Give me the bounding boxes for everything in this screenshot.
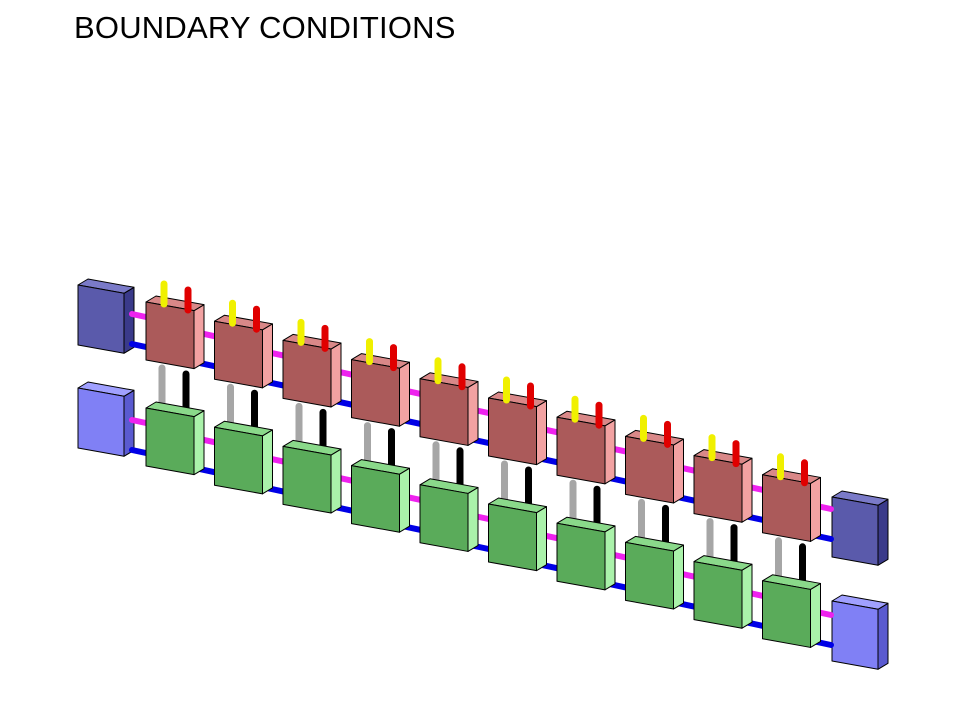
bottom-cell bbox=[625, 535, 684, 610]
boundary-block-bottom-right bbox=[831, 594, 889, 670]
top-cell bbox=[488, 391, 547, 466]
bottom-cell bbox=[282, 439, 342, 514]
top-pins bbox=[160, 280, 808, 487]
top-row-magenta-connector bbox=[129, 311, 149, 320]
top-cell bbox=[693, 449, 753, 523]
top-cell bbox=[419, 372, 479, 446]
bottom-cell bbox=[419, 478, 479, 552]
bottom-cell bbox=[556, 516, 616, 591]
page-title: BOUNDARY CONDITIONS bbox=[74, 10, 456, 45]
bottom-cell bbox=[693, 555, 753, 629]
top-row-cells bbox=[145, 295, 821, 542]
top-cell bbox=[351, 353, 410, 427]
boundary-block-bottom-left bbox=[77, 381, 135, 457]
top-cell bbox=[762, 468, 821, 542]
boundary-block-top-right bbox=[831, 490, 889, 566]
top-cell bbox=[625, 429, 684, 504]
top-row-blue-connector bbox=[129, 341, 149, 350]
bottom-cell bbox=[762, 574, 821, 648]
boundary-block-top-left bbox=[77, 278, 135, 354]
top-cell bbox=[214, 314, 273, 389]
bottom-row-cells bbox=[145, 401, 821, 648]
bottom-cell bbox=[145, 401, 205, 476]
bottom-cell bbox=[214, 420, 273, 495]
top-cell bbox=[282, 333, 342, 408]
top-cell bbox=[145, 295, 205, 370]
bottom-row-blue-connector bbox=[129, 447, 149, 456]
bottom-cell bbox=[351, 459, 410, 533]
bottom-cell bbox=[488, 497, 547, 572]
top-cell bbox=[556, 410, 616, 485]
bottom-row-magenta-connector bbox=[129, 417, 149, 426]
